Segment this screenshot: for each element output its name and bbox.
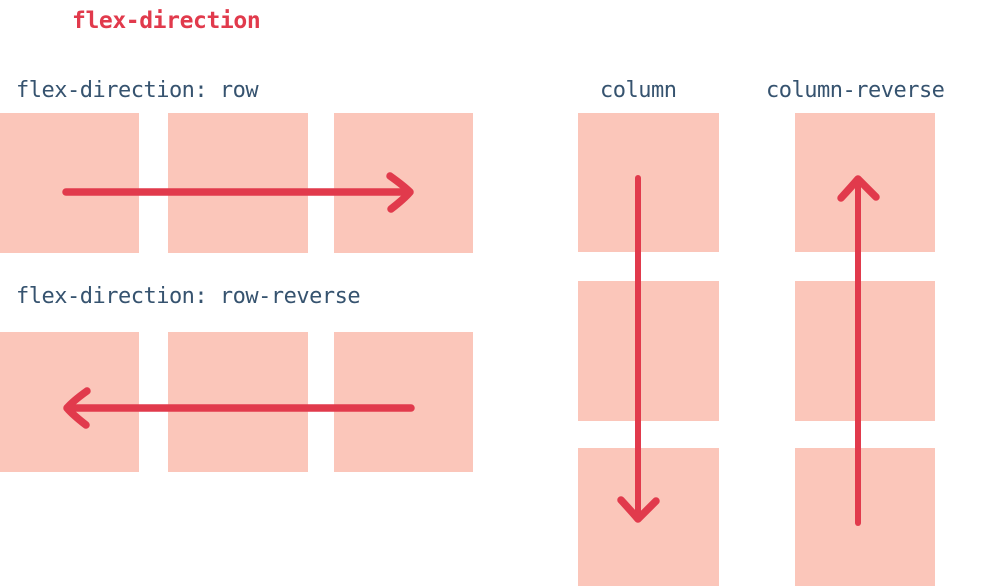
flex-item-row-reverse-1 [0, 332, 139, 472]
section-label-column-reverse: column-reverse [766, 78, 945, 103]
section-label-row-reverse: flex-direction: row-reverse [16, 284, 361, 309]
flex-item-row-1 [0, 113, 139, 253]
flex-item-column-2 [578, 281, 719, 421]
flex-item-row-3 [334, 113, 473, 253]
page-title: flex-direction [72, 8, 261, 34]
flex-item-column-reverse-2 [795, 281, 935, 421]
flex-item-row-reverse-2 [168, 332, 308, 472]
flex-item-column-reverse-3 [795, 448, 935, 586]
flex-item-column-3 [578, 448, 719, 586]
flex-item-column-reverse-1 [795, 113, 935, 252]
section-label-row: flex-direction: row [16, 78, 259, 103]
section-label-column: column [600, 78, 677, 103]
flex-item-row-2 [168, 113, 308, 253]
flex-item-row-reverse-3 [334, 332, 473, 472]
flex-item-column-1 [578, 113, 719, 252]
